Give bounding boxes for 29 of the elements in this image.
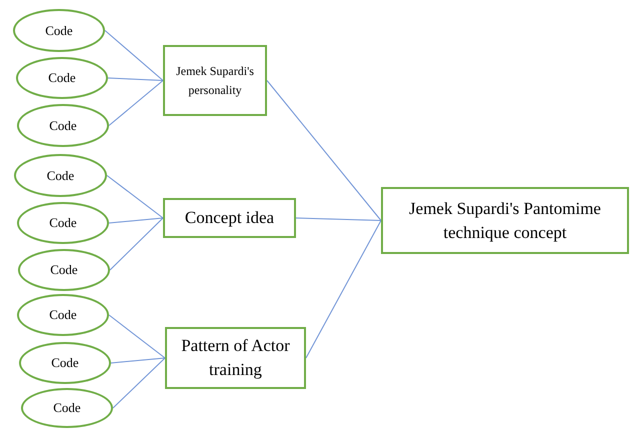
connector-line bbox=[108, 314, 166, 358]
connector-line bbox=[106, 175, 164, 218]
node-label: Code bbox=[45, 22, 73, 40]
connector-line bbox=[108, 218, 164, 224]
node-label: Jemek Supardi's Pantomime technique concept bbox=[408, 198, 602, 244]
node-label: Code bbox=[53, 399, 81, 418]
node-label: Jemek Supardi's personality bbox=[175, 62, 255, 99]
connector-line bbox=[266, 80, 382, 221]
connector-line bbox=[104, 30, 164, 81]
concept-box bbox=[163, 45, 267, 116]
node-label: Code bbox=[46, 166, 74, 185]
concept-box bbox=[165, 327, 306, 389]
node-label: Code bbox=[51, 354, 79, 372]
node-label: Code bbox=[49, 214, 77, 232]
connector-line bbox=[108, 78, 164, 81]
node-label: Code bbox=[50, 261, 78, 280]
node-label: Code bbox=[49, 306, 77, 324]
node-label: Code bbox=[49, 116, 77, 135]
concept-box bbox=[381, 187, 629, 254]
connector-line bbox=[108, 80, 164, 126]
connector-line bbox=[112, 358, 166, 408]
connector-line bbox=[296, 218, 382, 221]
node-label: Pattern of Actor training bbox=[180, 335, 291, 381]
connector-line bbox=[110, 218, 164, 270]
concept-box bbox=[163, 198, 296, 238]
connector-line bbox=[110, 358, 166, 364]
node-label: Code bbox=[48, 69, 76, 88]
node-label: Concept idea bbox=[184, 207, 274, 230]
connector-line bbox=[306, 220, 382, 358]
